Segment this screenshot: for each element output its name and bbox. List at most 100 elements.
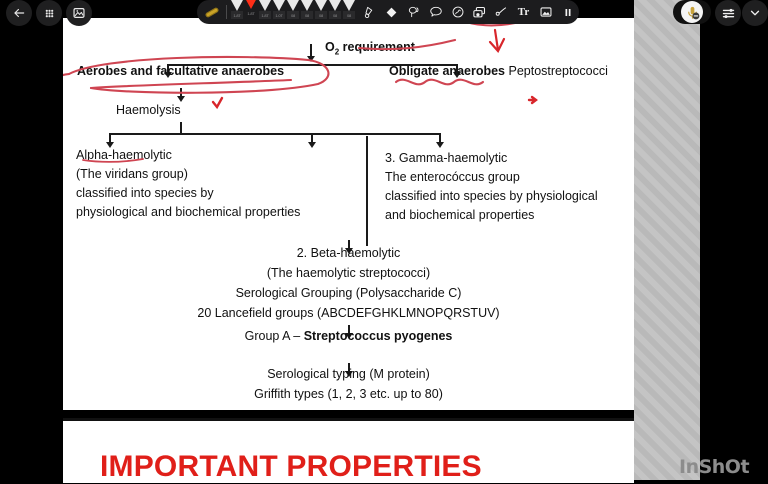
pen-swatch-label: 08 [304, 12, 310, 18]
connector-arrow [453, 72, 461, 78]
pen-tip-icon [301, 0, 313, 11]
pen-tip-icon [343, 0, 355, 11]
gamma-line-1: The enterocóccus group [385, 170, 520, 184]
obligate-bold: Obligate anaerobes [389, 64, 506, 78]
o2-subscript: 2 [334, 47, 340, 57]
toolbar-divider [226, 5, 227, 19]
layers-button[interactable] [715, 0, 741, 26]
inshot-watermark: InShOt [679, 456, 750, 478]
layers-list-icon [722, 8, 734, 18]
pen-swatch-7[interactable]: 08 [314, 0, 328, 24]
insert-image-icon [540, 7, 551, 17]
node-haemolysis: Haemolysis [116, 103, 181, 117]
slide-gap [63, 410, 634, 418]
beta-line-0: 2. Beta-haemolytic [296, 246, 401, 260]
column-divider [366, 244, 368, 246]
node-aerobes: Aerobes and facultative anaerobes [77, 64, 284, 78]
mic-circle [681, 1, 703, 23]
signature-tool-button[interactable] [494, 5, 509, 20]
connector-line [310, 44, 312, 58]
lasso-select-button[interactable] [406, 5, 421, 20]
pen-swatch-label: 1.8T [233, 12, 241, 18]
pen-swatch-3[interactable]: 1.8T [258, 0, 272, 24]
pen-nib-icon [204, 6, 220, 18]
highlighter-icon [364, 6, 372, 19]
back-arrow-icon [14, 8, 25, 18]
connector-arrow [345, 248, 353, 254]
pen-tip-icon [287, 0, 299, 11]
pen-tool-button[interactable] [201, 2, 223, 22]
pause-icon [565, 8, 570, 16]
beta-line-2: Serological Grouping (Polysaccharide C) [235, 286, 462, 300]
connector-arrow [345, 371, 353, 377]
obligate-rest: Peptostreptococci [505, 64, 608, 78]
back-button[interactable] [6, 0, 32, 26]
eraser-tool-button[interactable] [384, 5, 399, 20]
pen-swatch-6[interactable]: 08 [300, 0, 314, 24]
connector-line [439, 133, 441, 145]
aerobes-rest: and facultative anaerobes [127, 64, 285, 78]
apps-grid-button[interactable] [36, 0, 62, 26]
pen-swatch-9[interactable]: 08 [342, 0, 356, 24]
lasso-select-icon [408, 6, 418, 18]
alpha-line-2: classified into species by [76, 186, 214, 200]
duplicate-icon [473, 6, 486, 17]
chevron-down-icon [750, 10, 760, 16]
duplicate-tool-button[interactable] [472, 5, 487, 20]
insert-image-button[interactable] [538, 5, 553, 20]
grid-apps-icon [45, 9, 53, 17]
o2-suffix: requirement [339, 40, 415, 54]
pen-swatch-1[interactable]: 1.8T [230, 0, 244, 24]
collapse-button[interactable] [742, 0, 768, 26]
pen-swatch-label: 1.8T [261, 12, 269, 18]
connector-arrow [307, 56, 315, 62]
gamma-line-0: 3. Gamma-haemolytic [385, 151, 508, 165]
beta-line-3: 20 Lancefield groups (ABCDEFGHKLMNOPQRST… [197, 306, 500, 320]
mic-mute-button[interactable] [673, 0, 711, 24]
group-a-prefix: Group A – [244, 329, 304, 343]
toolbar-icon-row[interactable]: Tr [362, 5, 575, 20]
comment-tool-button[interactable] [428, 5, 443, 20]
alpha-line-3: physiological and biochemical properties [76, 205, 301, 219]
stamp-icon [452, 6, 463, 18]
group-a-species: Streptococcus pyogenes [303, 329, 453, 343]
pen-swatch-label: 08 [290, 12, 296, 18]
pen-swatch-label: 08 [332, 12, 338, 18]
microphone-muted-icon [687, 6, 699, 19]
pen-tip-icon [329, 0, 341, 11]
connector-line [348, 325, 350, 335]
image-gallery-icon [73, 8, 85, 18]
o2-label: O [325, 40, 335, 54]
pen-swatch-2-selected[interactable]: 1.8T [244, 0, 258, 22]
pen-swatch-4[interactable]: 1.0T [272, 0, 286, 24]
connector-line [456, 64, 458, 75]
connector-line [311, 133, 313, 145]
connector-arrow [436, 142, 444, 148]
pen-swatch-label: 08 [346, 12, 352, 18]
highlighter-tool-button[interactable] [362, 5, 377, 20]
connector-line [109, 133, 111, 145]
pen-swatch-row[interactable]: 1.8T 1.8T 1.8T 1.0T 08 08 08 08 08 [230, 0, 356, 24]
beta-line-1: (The haemolytic streptococci) [266, 266, 431, 280]
speech-bubble-icon [429, 6, 442, 17]
pen-tip-icon [245, 0, 257, 9]
stamp-tool-button[interactable] [450, 5, 465, 20]
pen-swatch-8[interactable]: 08 [328, 0, 342, 24]
gallery-button[interactable] [66, 0, 92, 26]
connector-arrow [308, 142, 316, 148]
annotation-toolbar[interactable]: 1.8T 1.8T 1.8T 1.0T 08 08 08 08 08 [197, 0, 579, 24]
pen-swatch-5[interactable]: 08 [286, 0, 300, 24]
text-tool-button[interactable]: Tr [516, 5, 531, 20]
beta-tail-0: Serological typing (M protein) [267, 367, 430, 381]
pen-swatch-label: 08 [318, 12, 324, 18]
pen-tip-icon [273, 0, 285, 11]
pause-button[interactable] [560, 5, 575, 20]
beta-tail-1: Griffith types (1, 2, 3 etc. up to 80) [254, 387, 443, 401]
signature-icon [495, 7, 507, 16]
alpha-line-0: Alpha-haemolytic [76, 148, 172, 162]
slide-page-2 [63, 418, 634, 483]
pen-swatch-label: 1.8T [247, 10, 255, 16]
pen-tip-icon [231, 0, 243, 11]
gamma-line-3: and biochemical properties [385, 208, 535, 222]
connector-line [180, 122, 182, 133]
